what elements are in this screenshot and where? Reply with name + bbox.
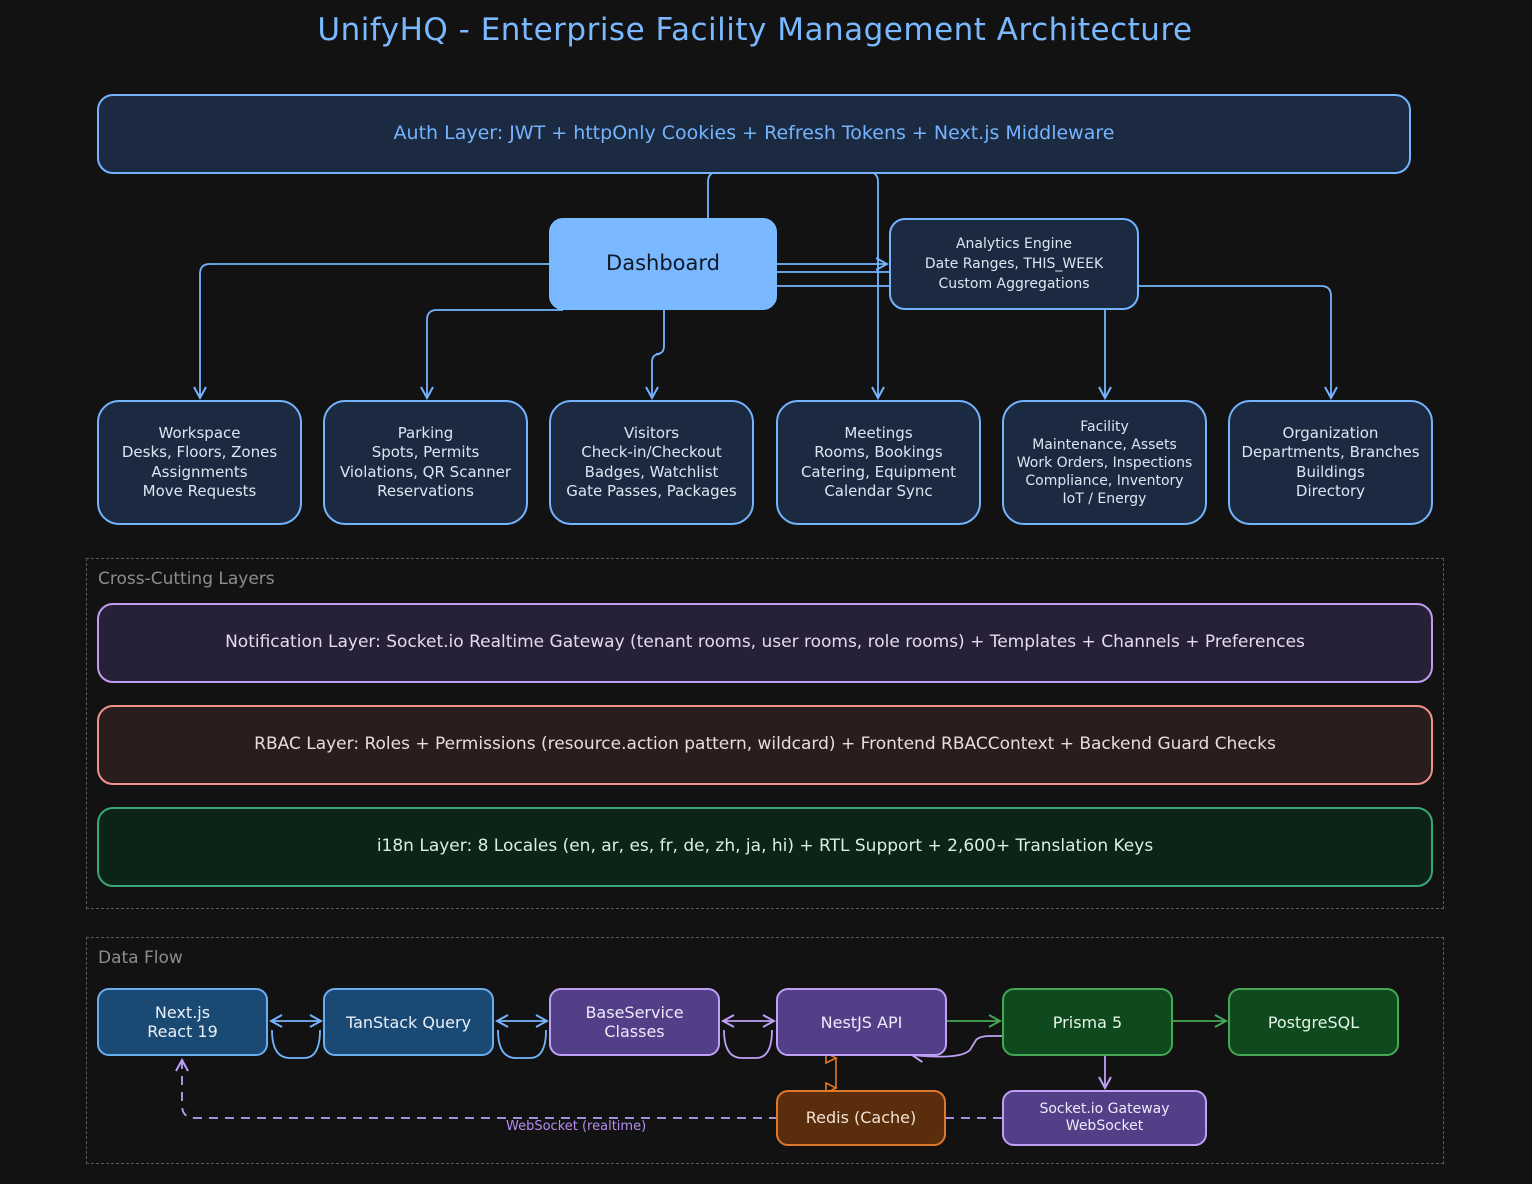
module-line: Workspace: [158, 423, 241, 442]
nextjs-line: React 19: [147, 1022, 218, 1041]
notification-layer-text: Notification Layer: Socket.io Realtime G…: [225, 632, 1305, 653]
i18n-layer-text: i18n Layer: 8 Locales (en, ar, es, fr, d…: [376, 836, 1154, 857]
postgresql-node[interactable]: PostgreSQL: [1228, 988, 1399, 1056]
module-line: Badges, Watchlist: [584, 462, 719, 481]
module-line: Reservations: [377, 482, 474, 500]
cross-cutting-label: Cross-Cutting Layers: [98, 569, 275, 589]
module-line: Work Orders, Inspections: [1016, 454, 1193, 471]
module-line: Check-in/Checkout: [581, 443, 722, 461]
nestjs-api-node[interactable]: NestJS API: [776, 988, 947, 1056]
module-line: Violations, QR Scanner: [339, 462, 512, 481]
auth-layer-box[interactable]: Auth Layer: JWT + httpOnly Cookies + Ref…: [97, 94, 1411, 174]
module-parking[interactable]: Parking Spots, Permits Violations, QR Sc…: [323, 400, 528, 525]
analytics-line: Date Ranges, THIS_WEEK: [924, 256, 1104, 272]
prisma-node[interactable]: Prisma 5: [1002, 988, 1173, 1056]
data-flow-group: Data Flow: [86, 937, 1444, 1164]
module-line: Assignments: [151, 462, 248, 481]
postgresql-label: PostgreSQL: [1267, 1012, 1360, 1032]
tanstack-query-node[interactable]: TanStack Query: [323, 988, 494, 1056]
module-line: Gate Passes, Packages: [566, 482, 737, 500]
module-line: Facility: [1080, 418, 1129, 435]
module-line: IoT / Energy: [1062, 490, 1147, 507]
dashboard-node[interactable]: Dashboard: [549, 218, 777, 310]
analytics-line: Analytics Engine: [955, 236, 1072, 252]
i18n-layer-box[interactable]: i18n Layer: 8 Locales (en, ar, es, fr, d…: [97, 807, 1433, 887]
module-line: Desks, Floors, Zones: [121, 443, 278, 461]
module-line: Meetings: [844, 423, 913, 442]
baseservice-line: Classes: [604, 1022, 665, 1041]
module-line: Departments, Branches: [1241, 443, 1420, 461]
auth-layer-text: Auth Layer: JWT + httpOnly Cookies + Ref…: [393, 122, 1115, 145]
module-line: Move Requests: [142, 482, 257, 500]
module-line: Compliance, Inventory: [1025, 472, 1184, 489]
module-line: Organization: [1282, 423, 1379, 442]
redis-label: Redis (Cache): [805, 1108, 917, 1128]
dashboard-label: Dashboard: [606, 251, 720, 276]
prisma-label: Prisma 5: [1052, 1012, 1123, 1032]
edge-dashboard-to-workspace: [200, 263, 549, 398]
edge-dashboard-to-visitors: [652, 310, 665, 398]
notification-layer-box[interactable]: Notification Layer: Socket.io Realtime G…: [97, 603, 1433, 683]
module-line: Calendar Sync: [824, 482, 933, 500]
module-line: Visitors: [623, 423, 680, 442]
rbac-layer-text: RBAC Layer: Roles + Permissions (resourc…: [254, 734, 1276, 755]
diagram-title: UnifyHQ - Enterprise Facility Management…: [317, 12, 1193, 48]
socket-line: WebSocket: [1065, 1118, 1144, 1134]
module-line: Spots, Permits: [371, 443, 480, 461]
rbac-layer-box[interactable]: RBAC Layer: Roles + Permissions (resourc…: [97, 705, 1433, 785]
module-line: Directory: [1295, 482, 1366, 500]
nextjs-line: Next.js: [154, 1003, 211, 1022]
module-line: Catering, Equipment: [800, 462, 957, 481]
module-line: Parking: [397, 423, 454, 442]
module-line: Buildings: [1296, 462, 1365, 481]
socket-line: Socket.io Gateway: [1039, 1101, 1170, 1117]
tanstack-label: TanStack Query: [345, 1012, 472, 1032]
analytics-engine-node[interactable]: Analytics Engine Date Ranges, THIS_WEEK …: [889, 218, 1139, 310]
module-line: Rooms, Bookings: [814, 443, 943, 461]
redis-cache-node[interactable]: Redis (Cache): [776, 1090, 946, 1146]
cross-cutting-group: Cross-Cutting Layers: [86, 558, 1444, 909]
baseservice-line: BaseService: [585, 1003, 684, 1022]
module-facility[interactable]: Facility Maintenance, Assets Work Orders…: [1002, 400, 1207, 525]
analytics-line: Custom Aggregations: [938, 276, 1090, 292]
module-meetings[interactable]: Meetings Rooms, Bookings Catering, Equip…: [776, 400, 981, 525]
module-workspace[interactable]: Workspace Desks, Floors, Zones Assignmen…: [97, 400, 302, 525]
websocket-edge-label: WebSocket (realtime): [504, 1119, 649, 1134]
nestjs-label: NestJS API: [820, 1012, 903, 1032]
edge-dashboard-to-parking: [427, 309, 563, 398]
module-line: Maintenance, Assets: [1032, 436, 1177, 453]
module-organization[interactable]: Organization Departments, Branches Build…: [1228, 400, 1433, 525]
data-flow-label: Data Flow: [98, 948, 183, 968]
socketio-gateway-node[interactable]: Socket.io Gateway WebSocket: [1002, 1090, 1207, 1146]
nextjs-node[interactable]: Next.js React 19: [97, 988, 268, 1056]
module-visitors[interactable]: Visitors Check-in/Checkout Badges, Watch…: [549, 400, 754, 525]
baseservice-node[interactable]: BaseService Classes: [549, 988, 720, 1056]
